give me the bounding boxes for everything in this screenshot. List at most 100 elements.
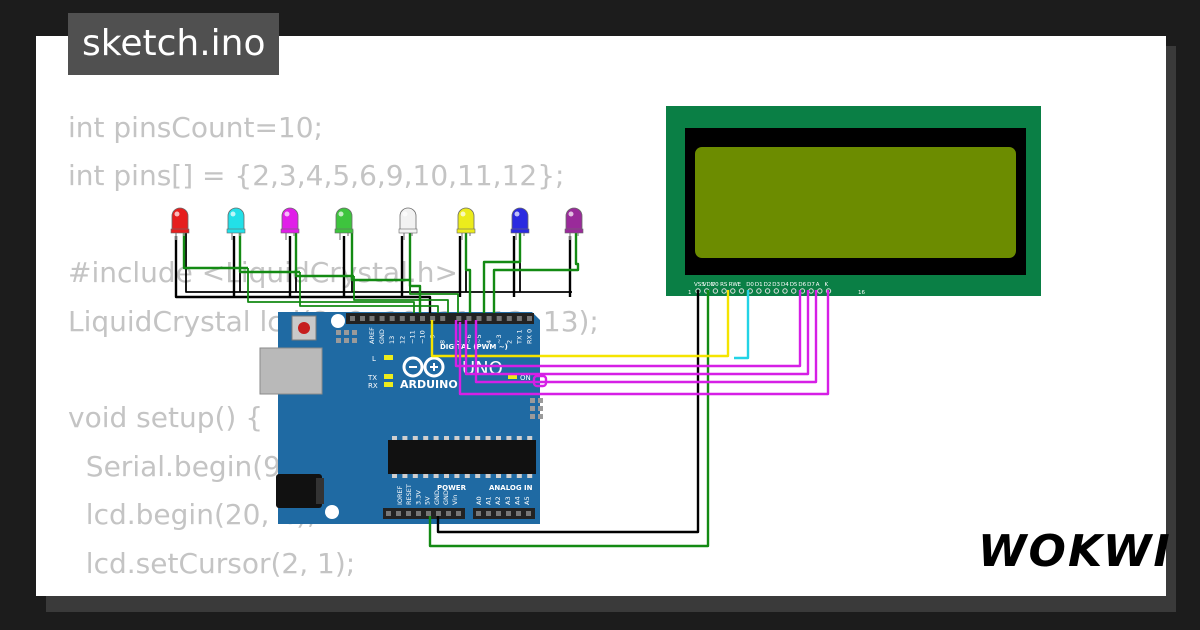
side-pin xyxy=(530,414,535,419)
chip-pin xyxy=(392,436,397,440)
lcd-pin xyxy=(738,288,745,294)
header-pin xyxy=(350,316,355,321)
header-pin-label: GND xyxy=(378,329,386,344)
chip-pin xyxy=(485,474,491,478)
header-pin xyxy=(456,316,462,321)
header-pin xyxy=(446,511,451,516)
wire-led-signal xyxy=(182,230,580,313)
led-row xyxy=(170,207,584,240)
led xyxy=(510,207,530,240)
led xyxy=(226,207,246,240)
analog-header-label: ANALOG IN xyxy=(489,484,533,492)
header-pin xyxy=(430,316,436,321)
led-body xyxy=(227,207,245,233)
led xyxy=(398,207,418,240)
header-pin-label: ~10 xyxy=(419,330,427,344)
wire-lcd-vdd xyxy=(428,290,710,548)
header-pin xyxy=(516,316,522,321)
header-pin xyxy=(399,316,405,321)
lcd-pin xyxy=(782,288,788,294)
chip-pin xyxy=(402,436,408,440)
lcd-pin-label: D0 xyxy=(746,282,754,288)
wire-led-to-pins xyxy=(247,268,459,313)
lcd-pin-label: VSS xyxy=(694,282,705,288)
code-line: LiquidCrystal lcd(8, 9, 10, 11, 12, 13); xyxy=(68,304,599,338)
mounting-hole xyxy=(325,505,339,519)
header-pin xyxy=(466,316,472,321)
wire-lcd-rs xyxy=(430,290,730,358)
header-pin-label: RX 0 xyxy=(526,329,534,344)
analog-pin-label: A2 xyxy=(494,496,502,505)
chip-pin xyxy=(475,436,481,440)
led-rx-label: RX xyxy=(368,382,378,390)
led-body xyxy=(511,207,529,233)
header-pin xyxy=(389,316,395,321)
code-line: void setup() { xyxy=(68,401,264,435)
top-header-pins xyxy=(350,316,532,321)
wire-lcd-d4 xyxy=(454,290,802,368)
led-rim xyxy=(510,228,530,234)
header-pin-label: ~3 xyxy=(495,334,503,344)
power-pin-label: IOREF xyxy=(396,485,404,505)
header-pin xyxy=(406,511,411,516)
lcd-pin-label: VDD xyxy=(703,282,715,288)
chip-pin xyxy=(475,474,481,478)
led-tx-label: TX xyxy=(367,374,377,382)
header-pin xyxy=(486,316,492,321)
header-pin xyxy=(369,316,375,321)
code-line: lcd.print("Hello"); xyxy=(68,595,330,596)
icsp-pins xyxy=(336,330,357,343)
lcd-screen xyxy=(695,147,1016,258)
header-pin xyxy=(496,316,502,321)
icsp-pin xyxy=(344,338,349,343)
lcd-pin xyxy=(764,288,771,294)
led-highlight xyxy=(284,211,290,217)
header-pin xyxy=(360,316,365,321)
power-jack xyxy=(276,474,322,508)
wire-gnd-leds xyxy=(174,236,572,313)
header-pin xyxy=(506,511,511,516)
header-pin xyxy=(409,316,415,321)
header-pin xyxy=(440,316,446,321)
side-pin xyxy=(538,398,543,403)
header-pin xyxy=(416,511,421,516)
analog-pin-label: A0 xyxy=(475,496,483,505)
analog-pin-label: A3 xyxy=(504,496,512,505)
chip-pin xyxy=(423,436,429,440)
lcd-pin-label: D4 xyxy=(781,282,789,288)
lcd-pin xyxy=(791,288,797,294)
header-pin-label: 8 xyxy=(439,340,447,344)
lcd-pin-label: D7 xyxy=(807,282,815,288)
power-pin-label: 3.3V xyxy=(414,490,422,505)
chip-pin xyxy=(527,474,533,478)
code-line: int pins[] = {2,3,4,5,6,9,10,11,12}; xyxy=(68,159,565,193)
chip-pin xyxy=(506,474,512,478)
led-highlight xyxy=(230,211,236,217)
lcd-pin xyxy=(730,288,736,294)
led-rim xyxy=(226,228,246,234)
header-pin-label: TX 1 xyxy=(515,329,523,345)
arduino-logo xyxy=(402,356,445,378)
lcd-pin xyxy=(817,288,823,294)
wokwi-logo: WOKWI xyxy=(978,526,1170,577)
led-rx xyxy=(384,382,393,387)
led-rim xyxy=(170,228,190,234)
side-pin xyxy=(538,406,543,411)
reset-button-cap xyxy=(298,322,310,334)
bottom-header-pins xyxy=(386,511,531,516)
led-body xyxy=(565,207,583,233)
chip-pin xyxy=(464,436,470,440)
led-rim xyxy=(398,228,418,234)
header-pin xyxy=(526,511,531,516)
led-highlight xyxy=(402,211,408,217)
chip-pin xyxy=(433,436,439,440)
led-rim xyxy=(564,228,584,234)
chip-pin xyxy=(485,436,491,440)
header-pin xyxy=(516,511,521,516)
code-line: int pinsCount=10; xyxy=(68,111,323,144)
file-tab[interactable]: sketch.ino xyxy=(68,13,280,75)
wire-lcd-d6 xyxy=(474,290,818,384)
